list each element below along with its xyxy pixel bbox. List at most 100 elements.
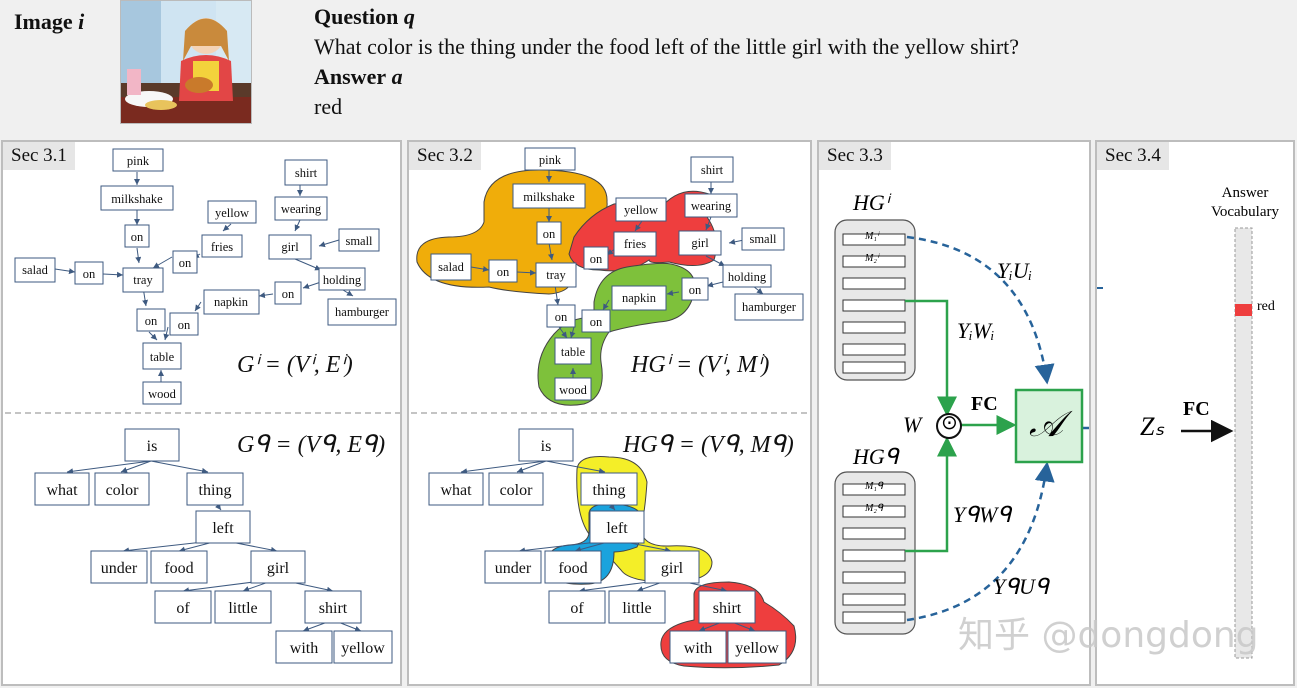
image-graph-node-boxes xyxy=(14,148,397,405)
hypergraph-image-and-question: pink milkshake on yellow fries on salad … xyxy=(411,147,810,669)
q-node-under: under xyxy=(101,560,138,577)
q-node-girl: girl xyxy=(267,560,290,577)
node-yellow: yellow xyxy=(215,206,249,220)
hg-node-on-4: on xyxy=(689,283,702,297)
hg-node-yellow: yellow xyxy=(624,203,658,217)
label-yqwq: YᑫWᑫ xyxy=(953,502,1012,527)
q-node-of: of xyxy=(176,600,190,617)
section-tag-3-3: Sec 3.3 xyxy=(819,142,891,170)
node-shirt: shirt xyxy=(295,166,318,180)
label-m2q: M₂ᑫ xyxy=(865,503,884,514)
equation-hgq: HGᑫ = (Vᑫ, Mᑫ) xyxy=(623,432,794,458)
hq-node-is: is xyxy=(541,438,552,455)
image-label: Image i xyxy=(14,9,84,35)
hg-node-wearing: wearing xyxy=(691,199,732,213)
node-on-3: on xyxy=(83,267,96,281)
node-on-4: on xyxy=(282,287,295,301)
node-girl: girl xyxy=(281,240,299,254)
hg-node-salad: salad xyxy=(438,260,464,274)
hg-node-holding: holding xyxy=(728,270,767,284)
label-fc: FC xyxy=(971,393,998,415)
hq-node-yellow: yellow xyxy=(735,640,779,657)
node-on-1: on xyxy=(131,230,144,244)
question-tree-labels: is what color thing left under food girl… xyxy=(46,438,385,657)
attention-symbol: 𝒜 xyxy=(1029,404,1064,445)
label-zs: Zₛ xyxy=(1140,412,1165,441)
hq-node-with: with xyxy=(684,640,712,657)
hg-node-milkshake: milkshake xyxy=(523,190,575,204)
panel-sec-3-1: Sec 3.1 xyxy=(1,140,402,686)
hg-node-napkin: napkin xyxy=(622,291,657,305)
hq-node-of: of xyxy=(570,600,584,617)
hypergraph-image-edges xyxy=(470,170,764,378)
node-hamburger: hamburger xyxy=(335,305,390,319)
q-node-what: what xyxy=(46,482,78,499)
odot-circle xyxy=(936,413,962,439)
answer-text: red xyxy=(314,94,343,119)
label-m1q: M₁ᑫ xyxy=(865,481,884,492)
equation-hgi: HGⁱ = (Vⁱ, Mⁱ) xyxy=(631,352,770,378)
node-small: small xyxy=(345,234,373,248)
hg-node-on-6: on xyxy=(590,315,603,329)
node-on-5: on xyxy=(145,314,158,328)
input-photo xyxy=(120,0,252,124)
blue-dashed-curve-bottom xyxy=(906,461,1055,622)
node-salad: salad xyxy=(22,263,48,277)
node-holding: holding xyxy=(323,273,362,287)
hg-node-fries: fries xyxy=(624,237,646,251)
image-label-prefix: Image xyxy=(14,9,73,34)
hg-node-on-2: on xyxy=(590,252,603,266)
hq-node-left: left xyxy=(606,520,628,537)
hq-node-shirt: shirt xyxy=(713,600,742,617)
vocab-answer: red xyxy=(1257,299,1275,314)
green-path-hgi xyxy=(905,299,957,417)
hg-node-girl: girl xyxy=(691,236,709,250)
question-tree-node-boxes xyxy=(34,428,393,664)
hypergraph-question-labels: is what color thing left under food girl… xyxy=(440,438,779,657)
label-fc-out: FC xyxy=(1183,398,1210,420)
hg-node-pink: pink xyxy=(539,153,562,167)
hg-node-small: small xyxy=(749,232,777,246)
section-tag-3-2: Sec 3.2 xyxy=(409,142,481,170)
q-node-with: with xyxy=(290,640,318,657)
image-label-var: i xyxy=(78,9,85,34)
q-node-shirt: shirt xyxy=(319,600,348,617)
vocab-label-line1: Answer xyxy=(1221,185,1269,201)
dashed-connector xyxy=(1097,287,1103,289)
node-napkin: napkin xyxy=(214,295,249,309)
hg-node-on-5: on xyxy=(555,310,568,324)
hg-node-hamburger: hamburger xyxy=(742,300,797,314)
vocab-bar xyxy=(1234,227,1253,659)
hq-node-girl: girl xyxy=(661,560,684,577)
panel-sec-3-2: Sec 3.2 xyxy=(407,140,812,686)
node-table: table xyxy=(150,350,175,364)
hq-node-under: under xyxy=(495,560,532,577)
question-label: Question q xyxy=(314,4,415,30)
fusion-diagram xyxy=(834,219,1089,635)
node-tray: tray xyxy=(133,273,153,287)
q-node-little: little xyxy=(228,600,257,617)
question-label-var: q xyxy=(403,4,415,29)
image-graph-and-question-tree: pink milkshake on yellow fries on salad … xyxy=(5,148,400,664)
question-text: What color is the thing under the food l… xyxy=(314,34,1020,59)
equation-gi: Gⁱ = (Vⁱ, Eⁱ) xyxy=(237,352,353,378)
section-tag-3-4: Sec 3.4 xyxy=(1097,142,1169,170)
hg-node-on-1: on xyxy=(543,227,556,241)
label-w: W xyxy=(903,412,922,437)
hypergraph-question-node-boxes xyxy=(428,428,787,664)
hypergraph-image-labels: pink milkshake on yellow fries on salad … xyxy=(438,153,797,397)
label-yiui: YᵢUᵢ xyxy=(997,258,1033,283)
node-pink: pink xyxy=(127,154,150,168)
hypergraph-image-node-boxes xyxy=(430,147,804,401)
vocab-bar-red-slot xyxy=(1235,304,1252,316)
q-node-thing: thing xyxy=(199,482,232,499)
hgi-rows xyxy=(842,233,906,374)
hg-node-shirt: shirt xyxy=(701,163,724,177)
hgq-rows xyxy=(842,483,906,624)
hq-node-little: little xyxy=(622,600,651,617)
attention-box xyxy=(1014,388,1084,464)
q-node-food: food xyxy=(164,560,193,577)
odot-symbol: ⊙ xyxy=(941,410,958,434)
label-yquq: YᑫUᑫ xyxy=(993,574,1049,599)
label-yiwi: YᵢWᵢ xyxy=(957,318,995,343)
